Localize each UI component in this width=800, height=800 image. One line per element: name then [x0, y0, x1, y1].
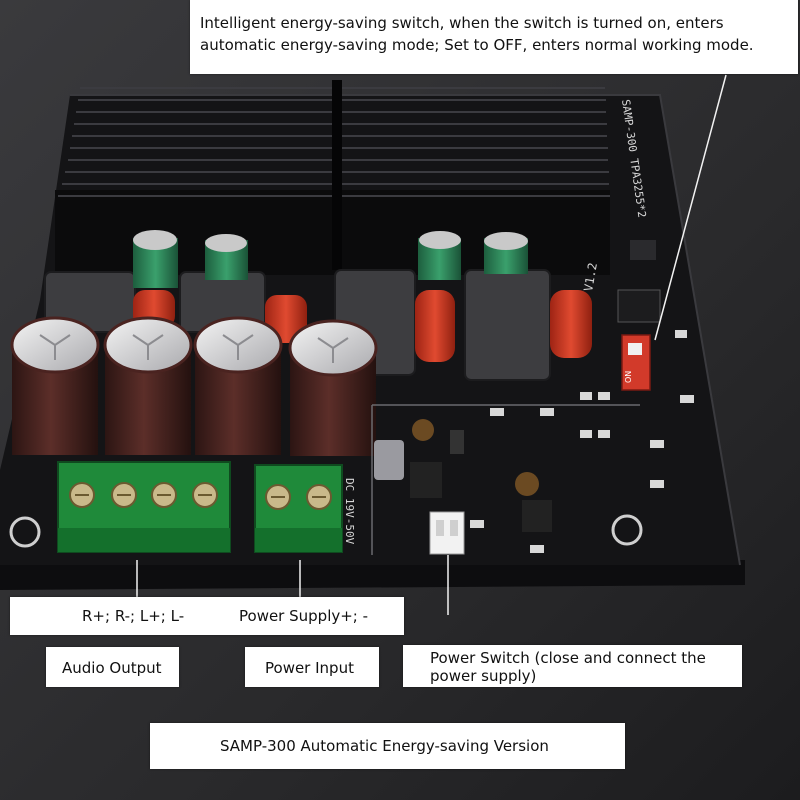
- energy-saving-switch-text: Intelligent energy-saving switch, when t…: [200, 14, 754, 54]
- audio-output-callout: Audio Output: [46, 647, 179, 687]
- control-circuit: [371, 240, 694, 555]
- power-input-text: Power Input: [265, 659, 354, 677]
- power-switch-text: Power Switch (close and connect the powe…: [430, 649, 706, 685]
- output-terminals-text: R+; R-; L+; L-: [82, 607, 185, 625]
- callout-lines: [136, 74, 727, 615]
- electrolytic-capacitors: [10, 316, 378, 456]
- dc-input-silkscreen: DC 19V-50V: [343, 478, 356, 545]
- version-callout: SAMP-300 Automatic Energy-saving Version: [150, 723, 625, 769]
- terminal-labels-callout: R+; R-; L+; L- Power Supply+; -: [10, 597, 404, 635]
- mounting-holes: [9, 514, 643, 548]
- inductors: [44, 269, 551, 381]
- audio-output-text: Audio Output: [62, 659, 162, 677]
- version-text: SAMP-300 Automatic Energy-saving Version: [220, 737, 549, 755]
- svg-text:ON: ON: [624, 371, 633, 383]
- power-input-callout: Power Input: [245, 647, 379, 687]
- power-input-terminal-block: [254, 464, 343, 553]
- energy-saving-dip-switch[interactable]: ON: [621, 334, 651, 391]
- energy-saving-switch-callout: Intelligent energy-saving switch, when t…: [190, 0, 798, 74]
- power-switch-callout: Power Switch (close and connect the powe…: [403, 645, 742, 687]
- audio-output-terminal-block: [57, 461, 231, 553]
- power-switch-connector[interactable]: [429, 511, 465, 555]
- power-terminals-text: Power Supply+; -: [239, 607, 369, 625]
- small-capacitors: [133, 230, 528, 288]
- version-silkscreen: V1.2: [581, 262, 600, 293]
